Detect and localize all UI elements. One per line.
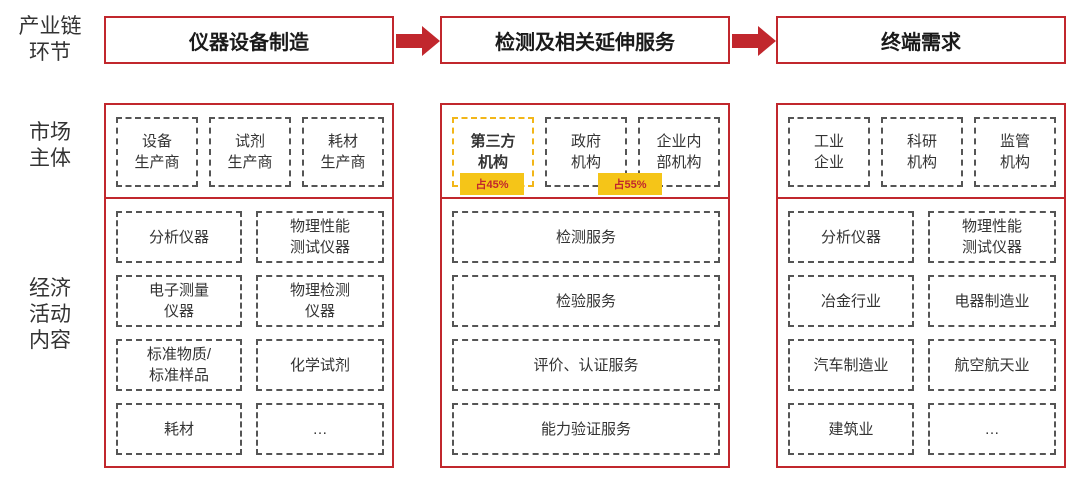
header-manufacturing: 仪器设备制造 bbox=[104, 16, 394, 64]
share-badge-government: 占55% bbox=[598, 173, 662, 195]
demand-item: … bbox=[928, 403, 1056, 455]
actor-government: 政府 机构 bbox=[545, 117, 627, 187]
demand-item: 冶金行业 bbox=[788, 275, 914, 327]
column-manufacturing: 设备 生产商 试剂 生产商 耗材 生产商 分析仪器 物理性能 测试仪器 电子测量… bbox=[104, 103, 394, 468]
demand-item: 物理性能 测试仪器 bbox=[928, 211, 1056, 263]
flow-arrow-icon bbox=[732, 26, 776, 56]
actor-regulator: 监管 机构 bbox=[974, 117, 1056, 187]
activity-item: 分析仪器 bbox=[116, 211, 242, 263]
activity-item: 标准物质/ 标准样品 bbox=[116, 339, 242, 391]
section-divider bbox=[442, 197, 728, 199]
demand-item: 电器制造业 bbox=[928, 275, 1056, 327]
row-label-actors: 市场 主体 bbox=[29, 121, 71, 170]
service-item: 检验服务 bbox=[452, 275, 720, 327]
actor-consumables-maker: 耗材 生产商 bbox=[302, 117, 384, 187]
flow-arrow-icon bbox=[396, 26, 440, 56]
activity-item: 物理检测 仪器 bbox=[256, 275, 384, 327]
column-end-demand: 工业 企业 科研 机构 监管 机构 分析仪器 物理性能 测试仪器 冶金行业 电器… bbox=[776, 103, 1066, 468]
column-testing-services: 第三方 机构 政府 机构 企业内 部机构 占45% 占55% 检测服务 检验服务… bbox=[440, 103, 730, 468]
section-divider bbox=[778, 197, 1064, 199]
section-divider bbox=[106, 197, 392, 199]
row-label-chain: 产业链 环节 bbox=[18, 15, 82, 64]
share-badge-third-party: 占45% bbox=[460, 173, 524, 195]
activity-item: 物理性能 测试仪器 bbox=[256, 211, 384, 263]
demand-item: 分析仪器 bbox=[788, 211, 914, 263]
actor-research: 科研 机构 bbox=[881, 117, 963, 187]
demand-item: 汽车制造业 bbox=[788, 339, 914, 391]
header-testing-services: 检测及相关延伸服务 bbox=[440, 16, 730, 64]
actor-industrial: 工业 企业 bbox=[788, 117, 870, 187]
activity-item: 电子测量 仪器 bbox=[116, 275, 242, 327]
service-item: 能力验证服务 bbox=[452, 403, 720, 455]
service-item: 检测服务 bbox=[452, 211, 720, 263]
row-label-activities: 经济 活动 内容 bbox=[29, 277, 71, 352]
activity-item: … bbox=[256, 403, 384, 455]
activity-item: 化学试剂 bbox=[256, 339, 384, 391]
demand-item: 航空航天业 bbox=[928, 339, 1056, 391]
activity-item: 耗材 bbox=[116, 403, 242, 455]
demand-item: 建筑业 bbox=[788, 403, 914, 455]
header-end-demand: 终端需求 bbox=[776, 16, 1066, 64]
actor-reagent-maker: 试剂 生产商 bbox=[209, 117, 291, 187]
service-item: 评价、认证服务 bbox=[452, 339, 720, 391]
actor-equipment-maker: 设备 生产商 bbox=[116, 117, 198, 187]
